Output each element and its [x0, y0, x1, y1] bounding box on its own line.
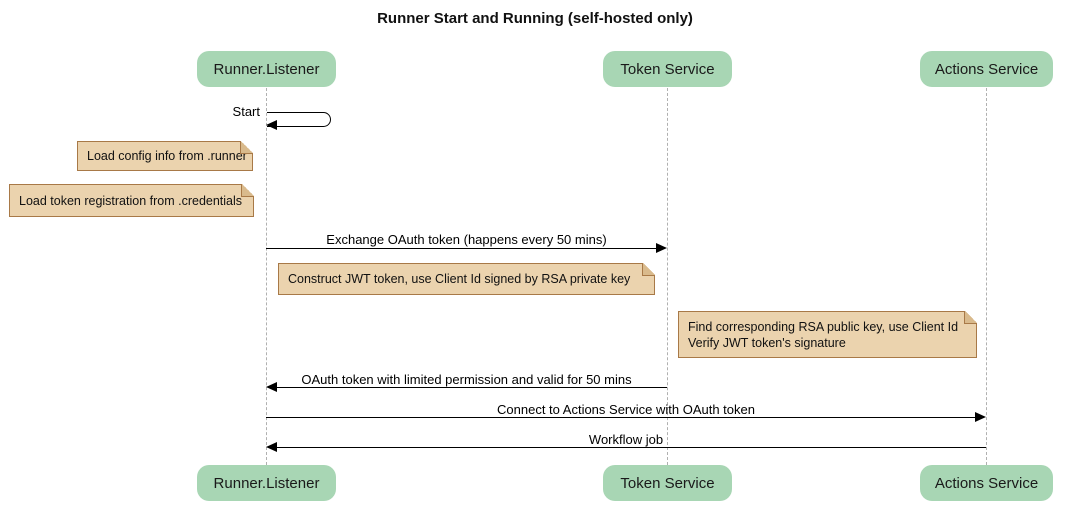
message-label-connect-actions: Connect to Actions Service with OAuth to… — [497, 402, 755, 417]
message-line — [277, 387, 667, 388]
participant-runner-listener-top: Runner.Listener — [197, 51, 336, 87]
message-label-workflow-job: Workflow job — [588, 432, 664, 447]
message-line — [266, 248, 657, 249]
message-line — [277, 447, 986, 448]
note-fold-icon — [964, 311, 977, 324]
note-fold-icon — [241, 184, 254, 197]
note-construct-jwt: Construct JWT token, use Client Id signe… — [278, 263, 655, 295]
participant-actions-service-top: Actions Service — [920, 51, 1053, 87]
arrowhead-right-icon — [656, 243, 667, 253]
message-label-oauth-token-return: OAuth token with limited permission and … — [301, 372, 632, 387]
note-load-token-registration: Load token registration from .credential… — [9, 184, 254, 217]
participant-token-service-bottom: Token Service — [603, 465, 732, 501]
message-label-exchange-oauth: Exchange OAuth token (happens every 50 m… — [326, 232, 607, 247]
note-text: Load config info from .runner — [87, 149, 247, 163]
arrowhead-left-icon — [266, 382, 277, 392]
message-line — [266, 417, 976, 418]
arrowhead-left-icon — [266, 120, 277, 130]
diagram-title: Runner Start and Running (self-hosted on… — [377, 10, 693, 27]
participant-runner-listener-bottom: Runner.Listener — [197, 465, 336, 501]
note-text: Load token registration from .credential… — [19, 193, 243, 208]
note-text: Construct JWT token, use Client Id signe… — [288, 272, 631, 286]
lifeline-runner-listener — [266, 88, 267, 465]
note-load-config: Load config info from .runner — [77, 141, 253, 171]
arrowhead-left-icon — [266, 442, 277, 452]
note-find-rsa-public-key: Find corresponding RSA public key, use C… — [678, 311, 977, 358]
note-fold-icon — [642, 263, 655, 276]
arrowhead-right-icon — [975, 412, 986, 422]
participant-token-service-top: Token Service — [603, 51, 732, 87]
lifeline-token-service — [667, 88, 668, 465]
note-text-line-1: Find corresponding RSA public key, use C… — [688, 319, 959, 334]
note-fold-icon — [240, 141, 253, 154]
lifeline-actions-service — [986, 88, 987, 465]
note-text-line-2: Verify JWT token's signature — [688, 335, 846, 350]
self-message-arrow — [267, 112, 331, 127]
message-label-start: Start — [232, 104, 260, 119]
participant-actions-service-bottom: Actions Service — [920, 465, 1053, 501]
